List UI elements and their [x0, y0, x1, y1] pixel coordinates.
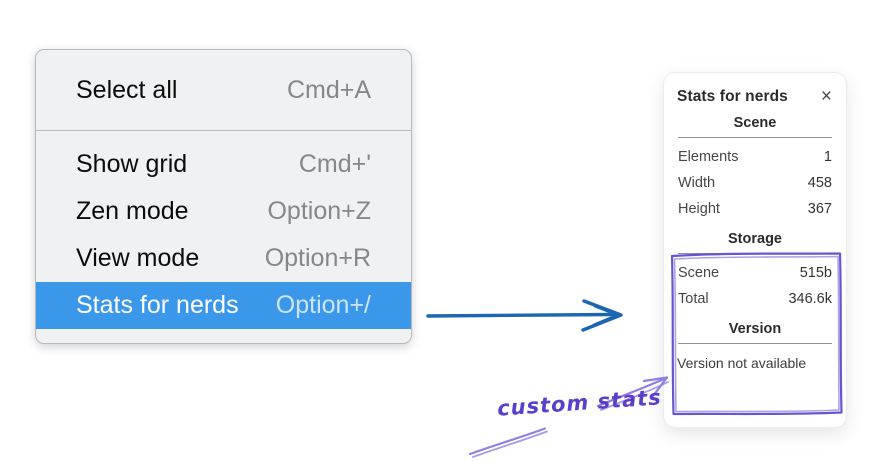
stats-section-storage: Storage Scene 515b Total 346.6k: [677, 231, 833, 312]
menu-item-label: Show grid: [76, 150, 188, 178]
close-icon[interactable]: ×: [820, 86, 832, 107]
menu-item-label: Select all: [76, 75, 178, 104]
section-divider: [678, 343, 832, 344]
menu-item-label: View mode: [76, 244, 200, 272]
stat-label: Elements: [678, 149, 739, 165]
stats-section-version: Version Version not available: [677, 321, 833, 371]
section-heading: Scene: [733, 115, 777, 131]
purple-arrow-tail-2: [472, 430, 548, 458]
section-heading: Storage: [728, 231, 782, 247]
section-divider: [678, 137, 832, 138]
menu-item-zen-mode[interactable]: Zen mode Option+Z: [36, 188, 411, 235]
menu-item-label: Stats for nerds: [76, 291, 239, 319]
purple-arrow-line-2: [600, 381, 669, 411]
menu-item-shortcut: Cmd+A: [286, 75, 371, 104]
stat-label: Width: [678, 175, 716, 191]
section-divider: [678, 253, 832, 254]
stat-value: 458: [807, 175, 832, 191]
stat-row-height: Height 367: [677, 196, 833, 222]
menu-item-shortcut: Option+R: [264, 244, 371, 272]
blue-arrow-line: [426, 312, 616, 318]
stat-label: Height: [678, 201, 720, 217]
menu-item-shortcut: Option+Z: [267, 197, 371, 225]
stat-row-width: Width 458: [677, 170, 833, 196]
section-heading: Version: [728, 321, 782, 337]
view-options-menu: Select all Cmd+A Show grid Cmd+' Zen mod…: [35, 49, 412, 344]
menu-item-shortcut: Cmd+': [298, 150, 371, 178]
stat-value: 367: [807, 201, 832, 217]
version-note: Version not available: [677, 355, 807, 371]
menu-item-show-grid[interactable]: Show grid Cmd+': [36, 141, 411, 188]
stats-panel-header: Stats for nerds ×: [677, 87, 833, 106]
annotation-label: custom stats: [496, 385, 663, 421]
menu-item-view-mode[interactable]: View mode Option+R: [36, 235, 411, 282]
blue-arrow-head: [581, 299, 623, 332]
stat-value: 1: [823, 149, 832, 165]
stat-value: 346.6k: [788, 291, 832, 307]
stat-row-elements: Elements 1: [677, 144, 833, 170]
stat-label: Scene: [678, 265, 720, 281]
blue-arrow-head-inner: [592, 304, 620, 327]
menu-group-bottom: Show grid Cmd+' Zen mode Option+Z View m…: [36, 130, 411, 343]
stat-row-total-storage: Total 346.6k: [677, 286, 833, 312]
menu-item-label: Zen mode: [76, 197, 189, 225]
menu-item-select-all[interactable]: Select all Cmd+A: [36, 58, 411, 122]
purple-arrow: [468, 376, 669, 458]
stat-value: 515b: [799, 265, 832, 281]
purple-arrow-line: [596, 377, 667, 408]
menu-group-top: Select all Cmd+A: [36, 50, 411, 130]
blue-arrow: [426, 299, 623, 332]
stats-panel-title: Stats for nerds: [677, 87, 788, 105]
menu-item-stats-for-nerds[interactable]: Stats for nerds Option+/: [36, 282, 411, 329]
purple-arrow-tail: [468, 427, 547, 456]
stats-section-scene: Scene Elements 1 Width 458 Height 367: [677, 115, 833, 222]
stat-row-scene-storage: Scene 515b: [677, 260, 833, 286]
stat-label: Total: [678, 291, 709, 307]
menu-item-shortcut: Option+/: [275, 291, 371, 319]
stats-panel: Stats for nerds × Scene Elements 1 Width…: [663, 72, 847, 428]
